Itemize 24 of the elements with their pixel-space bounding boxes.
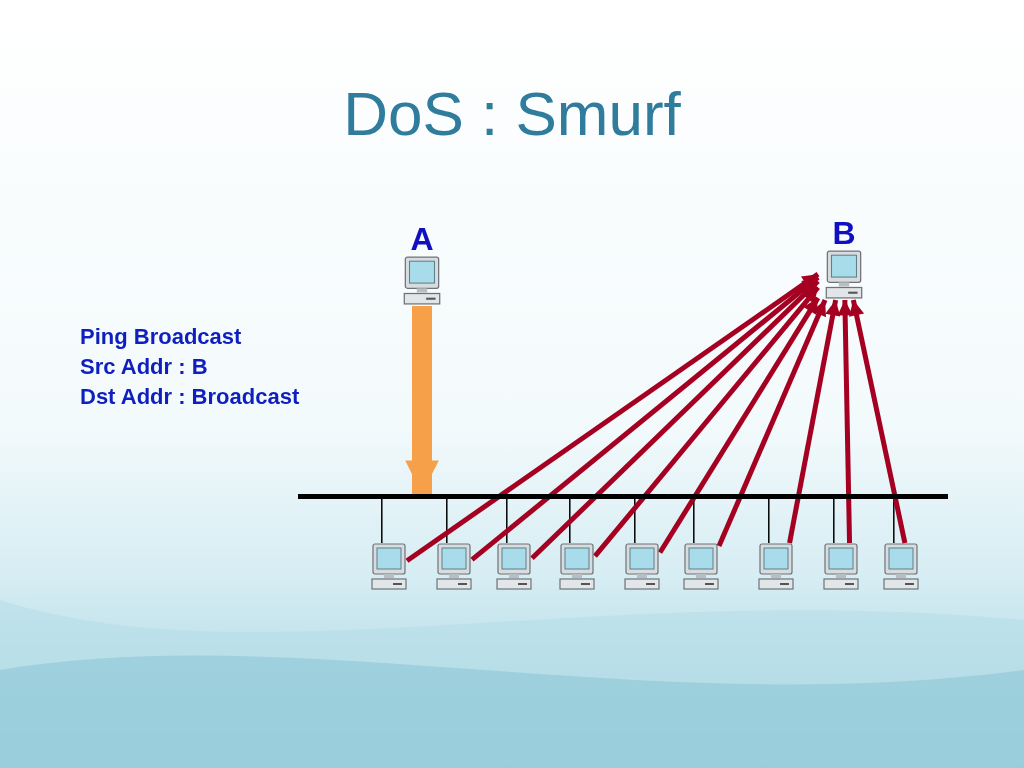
arrow [787,299,841,544]
arrow [716,299,828,548]
packet-info-text: Dst Addr : Broadcast [80,383,300,411]
slide-title: DoS : Smurf [342,78,682,149]
connector-line [634,498,636,544]
network-bus [298,494,948,499]
arrow [837,299,853,544]
connector-line [768,498,770,544]
node-label: B [832,216,856,250]
node-label: A [410,222,434,256]
connector-line [893,498,895,544]
connector-line [506,498,508,544]
connector-line [569,498,571,544]
packet-info-text: Src Addr : B [80,353,208,381]
arrow [405,306,439,494]
arrow [405,272,820,563]
connector-line [446,498,448,544]
arrow [470,275,820,562]
arrow [530,279,820,561]
arrow [849,299,908,544]
connector-line [381,498,383,544]
packet-info-text: Ping Broadcast [80,323,242,351]
connector-line [833,498,835,544]
arrow [593,285,820,558]
